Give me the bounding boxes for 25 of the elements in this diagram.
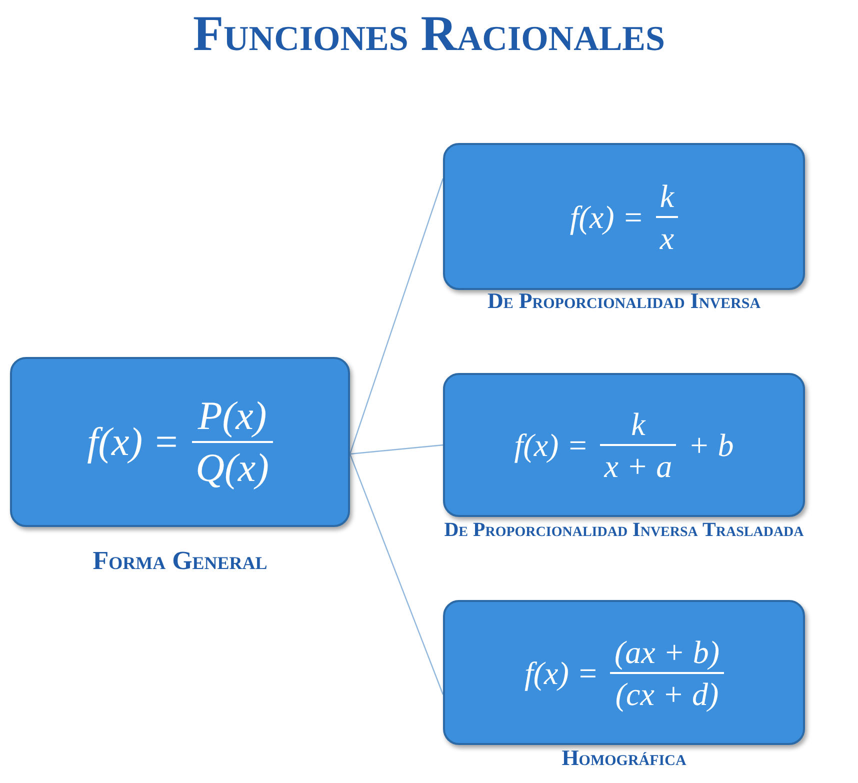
formula-box bbox=[10, 357, 350, 527]
box-caption: Forma General bbox=[92, 548, 268, 574]
denominator: Q(x) bbox=[194, 444, 270, 492]
formula-box bbox=[443, 143, 805, 290]
box-caption: De Proporcionalidad Inversa bbox=[487, 290, 761, 312]
formula-term: + b bbox=[688, 426, 734, 465]
formula-lhs: f(x) = bbox=[570, 198, 644, 237]
numerator: k bbox=[630, 405, 647, 444]
formula-lhs: f(x) = bbox=[87, 418, 180, 466]
formula-box bbox=[443, 600, 805, 745]
numerator: (ax + b) bbox=[613, 632, 721, 672]
connector-line bbox=[350, 444, 444, 455]
formula-lhs: f(x) = bbox=[514, 426, 588, 465]
numerator: k bbox=[658, 176, 676, 216]
connector-line bbox=[349, 454, 444, 695]
box-caption: De Proporcionalidad Inversa Trasladada bbox=[444, 520, 804, 540]
numerator: P(x) bbox=[196, 392, 268, 440]
denominator: x + a bbox=[602, 447, 674, 486]
box-caption: Homográfica bbox=[562, 747, 686, 769]
denominator: (cx + d) bbox=[614, 674, 720, 714]
formula-box bbox=[443, 373, 805, 517]
formula-lhs: f(x) = bbox=[524, 654, 598, 693]
denominator: x bbox=[658, 218, 676, 258]
connector-line bbox=[349, 178, 444, 454]
title: Funciones Racionales bbox=[192, 4, 666, 63]
